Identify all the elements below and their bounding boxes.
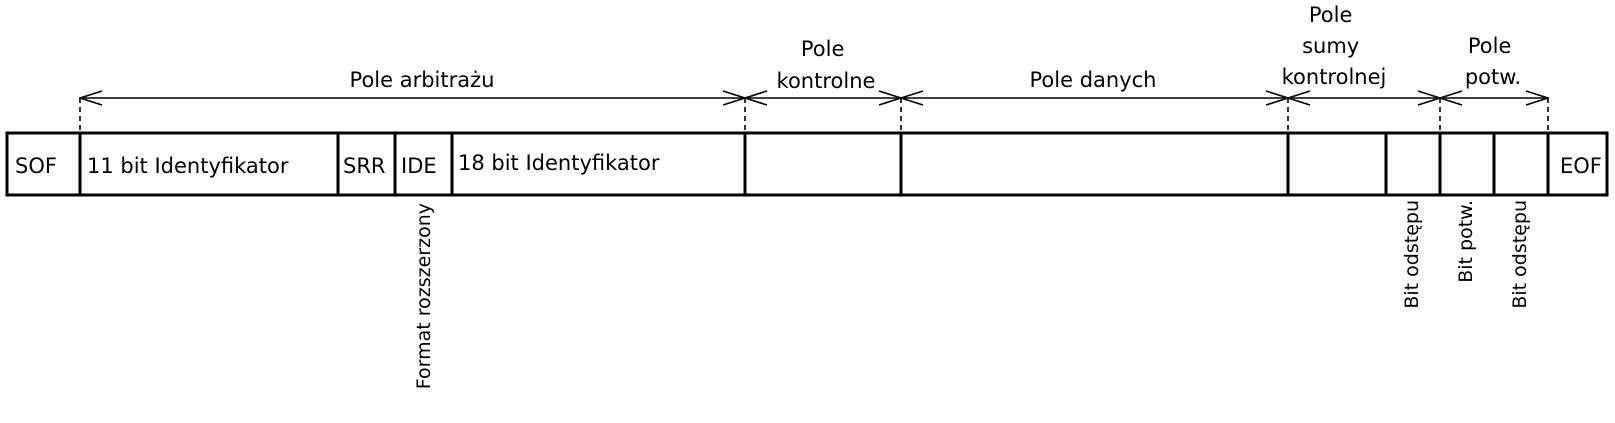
segment-label-ack: Pole potw. [1465,34,1521,89]
segment-label-ack-line-2: potw. [1465,65,1521,89]
frame-field-labels: SOF 11 bit Identyfikator SRR IDE 18 bit … [15,151,1602,178]
field-label-ide: IDE [401,154,437,178]
frame-outline [5,131,1609,197]
segment-boundary-guides [79,98,1549,133]
rotated-label-crc-delimiter: Bit odstępu [1401,200,1423,309]
rotated-label-extended-format: Format rozszerzony [413,203,435,389]
field-label-srr: SRR [343,154,386,178]
segment-label-crc: Pole sumy kontrolnej [1282,3,1387,89]
segment-label-crc-line-1: Pole [1309,3,1353,27]
segment-label-control: Pole kontrolne [777,37,876,93]
segment-label-ack-line-1: Pole [1468,34,1512,58]
field-label-18bit-identifier: 18 bit Identyfikator [458,151,660,175]
segment-label-arbitration-line: Pole arbitrażu [350,68,495,92]
segment-label-data-line: Pole danych [1030,68,1157,92]
segment-label-data: Pole danych [1030,68,1157,92]
segment-label-crc-line-3: kontrolnej [1282,65,1387,89]
rotated-label-ack-slot: Bit potw. [1455,200,1477,283]
frame-row [5,131,1609,197]
segment-label-crc-line-2: sumy [1302,34,1359,58]
field-label-11bit-identifier: 11 bit Identyfikator [87,154,289,178]
field-label-eof: EOF [1560,154,1602,178]
bit-labels: Format rozszerzony Bit odstępu Bit potw.… [413,200,1531,389]
segment-label-control-line-2: kontrolne [777,69,876,93]
segment-label-arbitration: Pole arbitrażu [350,68,495,92]
field-label-sof: SOF [15,154,57,178]
rotated-label-ack-delimiter: Bit odstępu [1509,200,1531,309]
segment-labels: Pole arbitrażu Pole kontrolne Pole danyc… [350,3,1522,93]
segment-label-control-line-1: Pole [801,37,845,61]
